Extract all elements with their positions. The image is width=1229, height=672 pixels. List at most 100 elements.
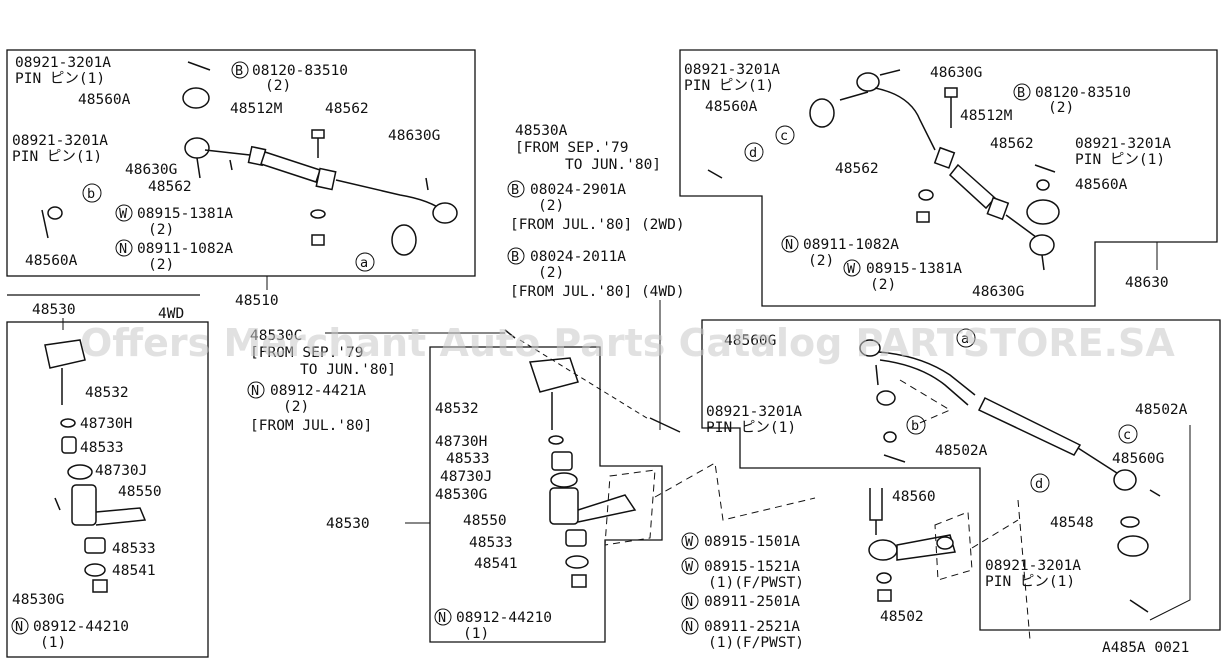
tie-rod-end-1 (856, 72, 880, 92)
stud-1 (839, 91, 869, 101)
panel-48510: 08921-3201A PIN ピン(1) 48560A B 08120-835… (6, 49, 476, 309)
clamp-drawing-1 (933, 146, 956, 169)
cotter-pin-2 (41, 209, 49, 239)
label-48530C: 48530C (250, 328, 302, 344)
seal2-drawing (550, 472, 578, 488)
link-dashed-48530 (654, 462, 816, 521)
washer-drawing (918, 189, 934, 201)
rod-section-2 (977, 396, 1082, 456)
grease-nipple (425, 177, 429, 191)
label-end2: 48560A (1075, 177, 1128, 193)
cotter-pin-3 (707, 169, 723, 179)
label-pin-name2: PIN ピン(1) (1075, 151, 1165, 168)
arm-1 (204, 149, 251, 156)
figure-code: A485A 0021 (1102, 640, 1189, 656)
label-pin-name: PIN ピン(1) (15, 70, 105, 87)
arm-outline (934, 511, 973, 581)
bolt-drawing (649, 417, 681, 433)
marker-b: B (1017, 85, 1025, 101)
label-clamp2: 48562 (148, 179, 192, 195)
marker-n: N (119, 241, 127, 257)
label-pin-name2: PIN ピン(1) (12, 148, 102, 165)
label-pin-name: PIN ピン(1) (684, 77, 774, 94)
label-seal1: 48730H (435, 434, 487, 450)
label-pin-part2: 08921-3201A (985, 558, 1081, 574)
label-48530A-from: [FROM SEP.'79 (515, 140, 629, 156)
panel-48510-ref: 48510 (235, 293, 279, 309)
marker-n-circle (115, 239, 133, 257)
label-end1: 48560A (705, 99, 758, 115)
boot-drawing-2 (1026, 199, 1060, 225)
marker-d-ref (744, 142, 764, 162)
label-clamp2: 48562 (990, 136, 1034, 152)
label-pin-part2: 08921-3201A (12, 133, 108, 149)
marker-w: W (119, 206, 128, 222)
label-end: 48560G (1112, 451, 1164, 467)
panel-4wd-title: 48530 (32, 302, 76, 318)
boot-drawing (809, 98, 835, 128)
label-nut-code: 08911-1082A (803, 237, 899, 253)
seal-drawing (1120, 516, 1140, 528)
tie-rod-end-boot (182, 87, 210, 109)
bush2-drawing (84, 537, 106, 554)
arm-2 (1005, 214, 1041, 241)
label-bracket: 48550 (463, 513, 507, 529)
panel-48530-ref: 48530 (326, 516, 370, 532)
label-end2: 48560A (25, 253, 78, 269)
panel-48530: 48530 48532 48730H 48533 48730J 48530G 4… (326, 329, 816, 643)
label-washer-code: 08915-1381A (866, 261, 962, 277)
marker-b-circle (231, 61, 249, 79)
label-pin-part2: 08921-3201A (1075, 136, 1171, 152)
panel-48630-frame (679, 49, 1218, 307)
marker-w-circle (843, 259, 861, 277)
label-ref-a: 48502A (935, 443, 988, 459)
label-n1-code: 08911-2501A (704, 594, 800, 610)
bolt-guide (519, 339, 651, 421)
rod-section-3 (1077, 447, 1121, 476)
label-nut1: 48630G (930, 65, 982, 81)
cotter-pin-2 (1129, 599, 1149, 613)
label-bush1: 48533 (446, 451, 490, 467)
bracket-arm (95, 507, 147, 526)
label-bush2: 48533 (469, 535, 513, 551)
marker-w-circle-3 (681, 557, 699, 575)
marker-a-letter: a (360, 255, 368, 271)
leader-48630 (1095, 241, 1158, 270)
label-n2-note: (1)(F/PWST) (708, 635, 804, 651)
label-washer: 48541 (112, 563, 156, 579)
bracket-arm (577, 494, 637, 523)
label-clamp: 48562 (325, 101, 369, 117)
panel-48630-ref: 48630 (1125, 275, 1169, 291)
label-b3-note: [FROM JUL.'80] (4WD) (510, 284, 685, 300)
label-arm: 48502 (880, 609, 924, 625)
label-nut-code: 08911-1082A (137, 241, 233, 257)
label-bolt-qty: (2) (1048, 100, 1074, 116)
label-washer: 48541 (474, 556, 518, 572)
marker-b-letter-2: b (911, 418, 919, 434)
bush-drawing (1117, 535, 1149, 557)
arm-drawing (44, 339, 86, 369)
marker-w-circle (115, 204, 133, 222)
label-bolt-code: 08120-83510 (1035, 85, 1131, 101)
tie-rod-assembly-48510 (41, 61, 458, 256)
end-cap-2 (47, 206, 63, 220)
tie-rod-end-2 (1029, 234, 1055, 256)
arm-boss (868, 539, 898, 561)
label-grease: 48530G (435, 487, 487, 503)
label-b2-code: 08024-2901A (530, 182, 626, 198)
panel-48530-frame (429, 346, 663, 643)
cap-top (883, 431, 897, 443)
label-sleeve: 48512M (230, 101, 283, 117)
label-nut-qty: (2) (148, 257, 174, 273)
marker-n-circle-3 (11, 617, 29, 635)
panel-4wd: 48530 4WD 48532 48730H 48533 48730J 4855… (6, 294, 209, 658)
marker-a-ref-2 (956, 328, 976, 348)
label-w1-code: 08915-1501A (704, 534, 800, 550)
marker-w: W (847, 261, 856, 277)
label-48530C-from: [FROM SEP.'79 (250, 345, 364, 361)
label-bush2: 48533 (112, 541, 156, 557)
marker-c-letter-2: c (1123, 427, 1131, 443)
bracket-outline (604, 469, 656, 546)
label-washer-qty: (2) (148, 222, 174, 238)
marker-n-circle-2 (247, 381, 265, 399)
